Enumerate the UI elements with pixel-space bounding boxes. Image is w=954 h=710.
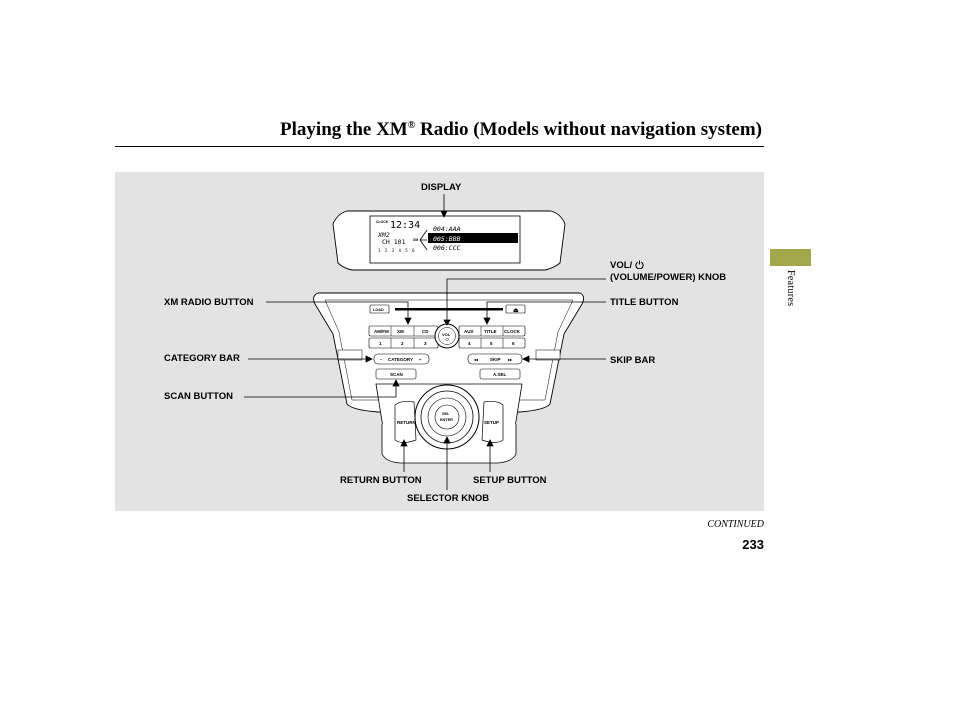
display-pointer-icon <box>419 229 428 251</box>
left-side-panel <box>337 349 363 361</box>
preset-6-button[interactable]: 6 <box>512 341 515 346</box>
display-line-3: 006:CCC <box>433 244 460 252</box>
skip-forward-icon: ▸▸ <box>507 357 513 362</box>
right-side-panel <box>535 349 561 361</box>
continued-note: CONTINUED <box>707 519 764 530</box>
callout-scan-button: SCAN BUTTON <box>164 391 233 402</box>
display-line-1: 004:AAA <box>433 225 460 233</box>
right-button-strip <box>458 325 526 337</box>
setup-button-label: SETUP <box>484 420 499 425</box>
section-label: Features <box>785 270 796 307</box>
page-title-rest: Radio (Models without navigation system) <box>415 119 762 140</box>
preset-3-button[interactable]: 3 <box>424 341 427 346</box>
preset-1-button[interactable]: 1 <box>379 341 382 346</box>
power-icon <box>445 337 449 342</box>
callout-category-bar: CATEGORY BAR <box>164 353 240 364</box>
skip-bar[interactable] <box>467 353 523 365</box>
section-tab <box>770 249 811 266</box>
a-sel-button[interactable] <box>479 368 521 380</box>
return-button-label: RETURN <box>397 420 416 425</box>
display-line-2: 005:BBB <box>433 235 460 243</box>
callout-display: DISPLAY <box>421 182 462 193</box>
title-button[interactable]: TITLE <box>484 329 497 334</box>
display-xm-tag: XM <box>413 238 418 242</box>
category-bar-label: CATEGORY <box>388 357 413 362</box>
cd-button[interactable]: CD <box>422 329 429 334</box>
scan-button-label: SCAN <box>390 372 403 377</box>
setup-button[interactable] <box>481 401 504 443</box>
display-channel: CH 101 <box>382 238 406 246</box>
skip-bar-label: SKIP <box>490 357 501 362</box>
eject-icon: ⏏ <box>513 308 519 314</box>
callout-skip-bar: SKIP BAR <box>610 355 656 366</box>
scan-button[interactable] <box>375 368 417 380</box>
preset-2-button[interactable]: 2 <box>401 341 404 346</box>
display-band: XM2 <box>377 231 390 239</box>
callout-vol-prefix: VOL/ <box>610 260 633 271</box>
am-fm-button[interactable]: AM/FM <box>374 329 389 334</box>
load-button[interactable] <box>369 304 390 314</box>
display-time: 12:34 <box>390 220 420 231</box>
skip-back-icon: ◂◂ <box>473 357 479 362</box>
preset-4-button[interactable]: 4 <box>468 341 471 346</box>
title-rule <box>115 146 764 147</box>
callout-xm-radio-button: XM RADIO BUTTON <box>164 297 254 308</box>
category-plus-icon: + <box>419 357 422 362</box>
load-button-label: LOAD <box>373 308 384 312</box>
display-highlight-bar <box>428 233 518 243</box>
aux-button[interactable]: AUX <box>464 329 474 334</box>
callout-setup-button: SETUP BUTTON <box>473 475 547 486</box>
selector-label-top: SEL <box>442 412 450 416</box>
callout-vol: VOL/ <box>610 260 644 271</box>
page-number: 233 <box>742 537 764 552</box>
enter-button[interactable] <box>434 404 460 430</box>
power-symbol-icon <box>635 260 644 270</box>
callout-title-button: TITLE BUTTON <box>610 297 679 308</box>
volume-knob-label: VOL <box>442 332 451 337</box>
page-title-registered-mark: ® <box>407 120 416 131</box>
category-minus-icon: − <box>380 357 383 362</box>
xm-radio-button[interactable]: XM <box>397 329 404 334</box>
page-title-main: Playing the XM <box>280 119 408 140</box>
leader-scan-button <box>244 384 397 398</box>
display-clock-tag: CLOCK <box>376 220 389 224</box>
display-presets: 1 2 3 4 5 6 <box>378 248 416 253</box>
audio-faceplate <box>313 292 585 413</box>
callout-selector-knob: SELECTOR KNOB <box>407 493 490 504</box>
category-bar[interactable] <box>373 353 430 365</box>
selector-label-mid: ENTER <box>440 418 453 422</box>
clock-button[interactable]: CLOCK <box>504 329 521 334</box>
leader-volume-knob <box>446 278 606 322</box>
preset-5-button[interactable]: 5 <box>490 341 493 346</box>
callout-return-button: RETURN BUTTON <box>340 475 422 486</box>
leader-xm-radio-button <box>266 301 409 320</box>
faceplate-inner-edge <box>324 299 574 401</box>
callout-vol-knob: (VOLUME/POWER) KNOB <box>610 272 727 283</box>
right-preset-strip <box>458 337 526 349</box>
eject-button[interactable] <box>505 304 526 314</box>
page-title: Playing the XM® Radio (Models without na… <box>0 119 762 141</box>
a-sel-button-label: A.SEL <box>493 372 507 377</box>
leader-title-button <box>486 301 606 320</box>
cd-slot <box>395 308 503 311</box>
return-button[interactable] <box>394 401 417 443</box>
